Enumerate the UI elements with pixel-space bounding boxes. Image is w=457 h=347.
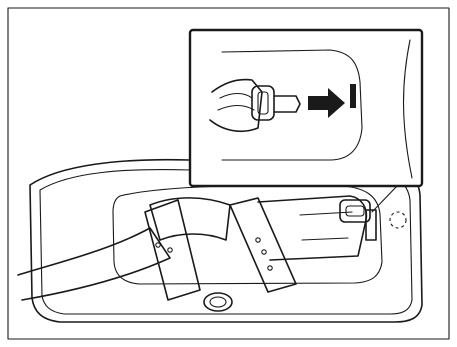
belt-holes — [156, 238, 272, 270]
anchor-cap — [204, 293, 232, 311]
seat-belt-webbing — [18, 196, 366, 300]
buckle-latch — [340, 200, 406, 240]
detail-inset — [190, 30, 422, 186]
latch-slot — [350, 84, 356, 108]
callout-line — [372, 185, 398, 212]
